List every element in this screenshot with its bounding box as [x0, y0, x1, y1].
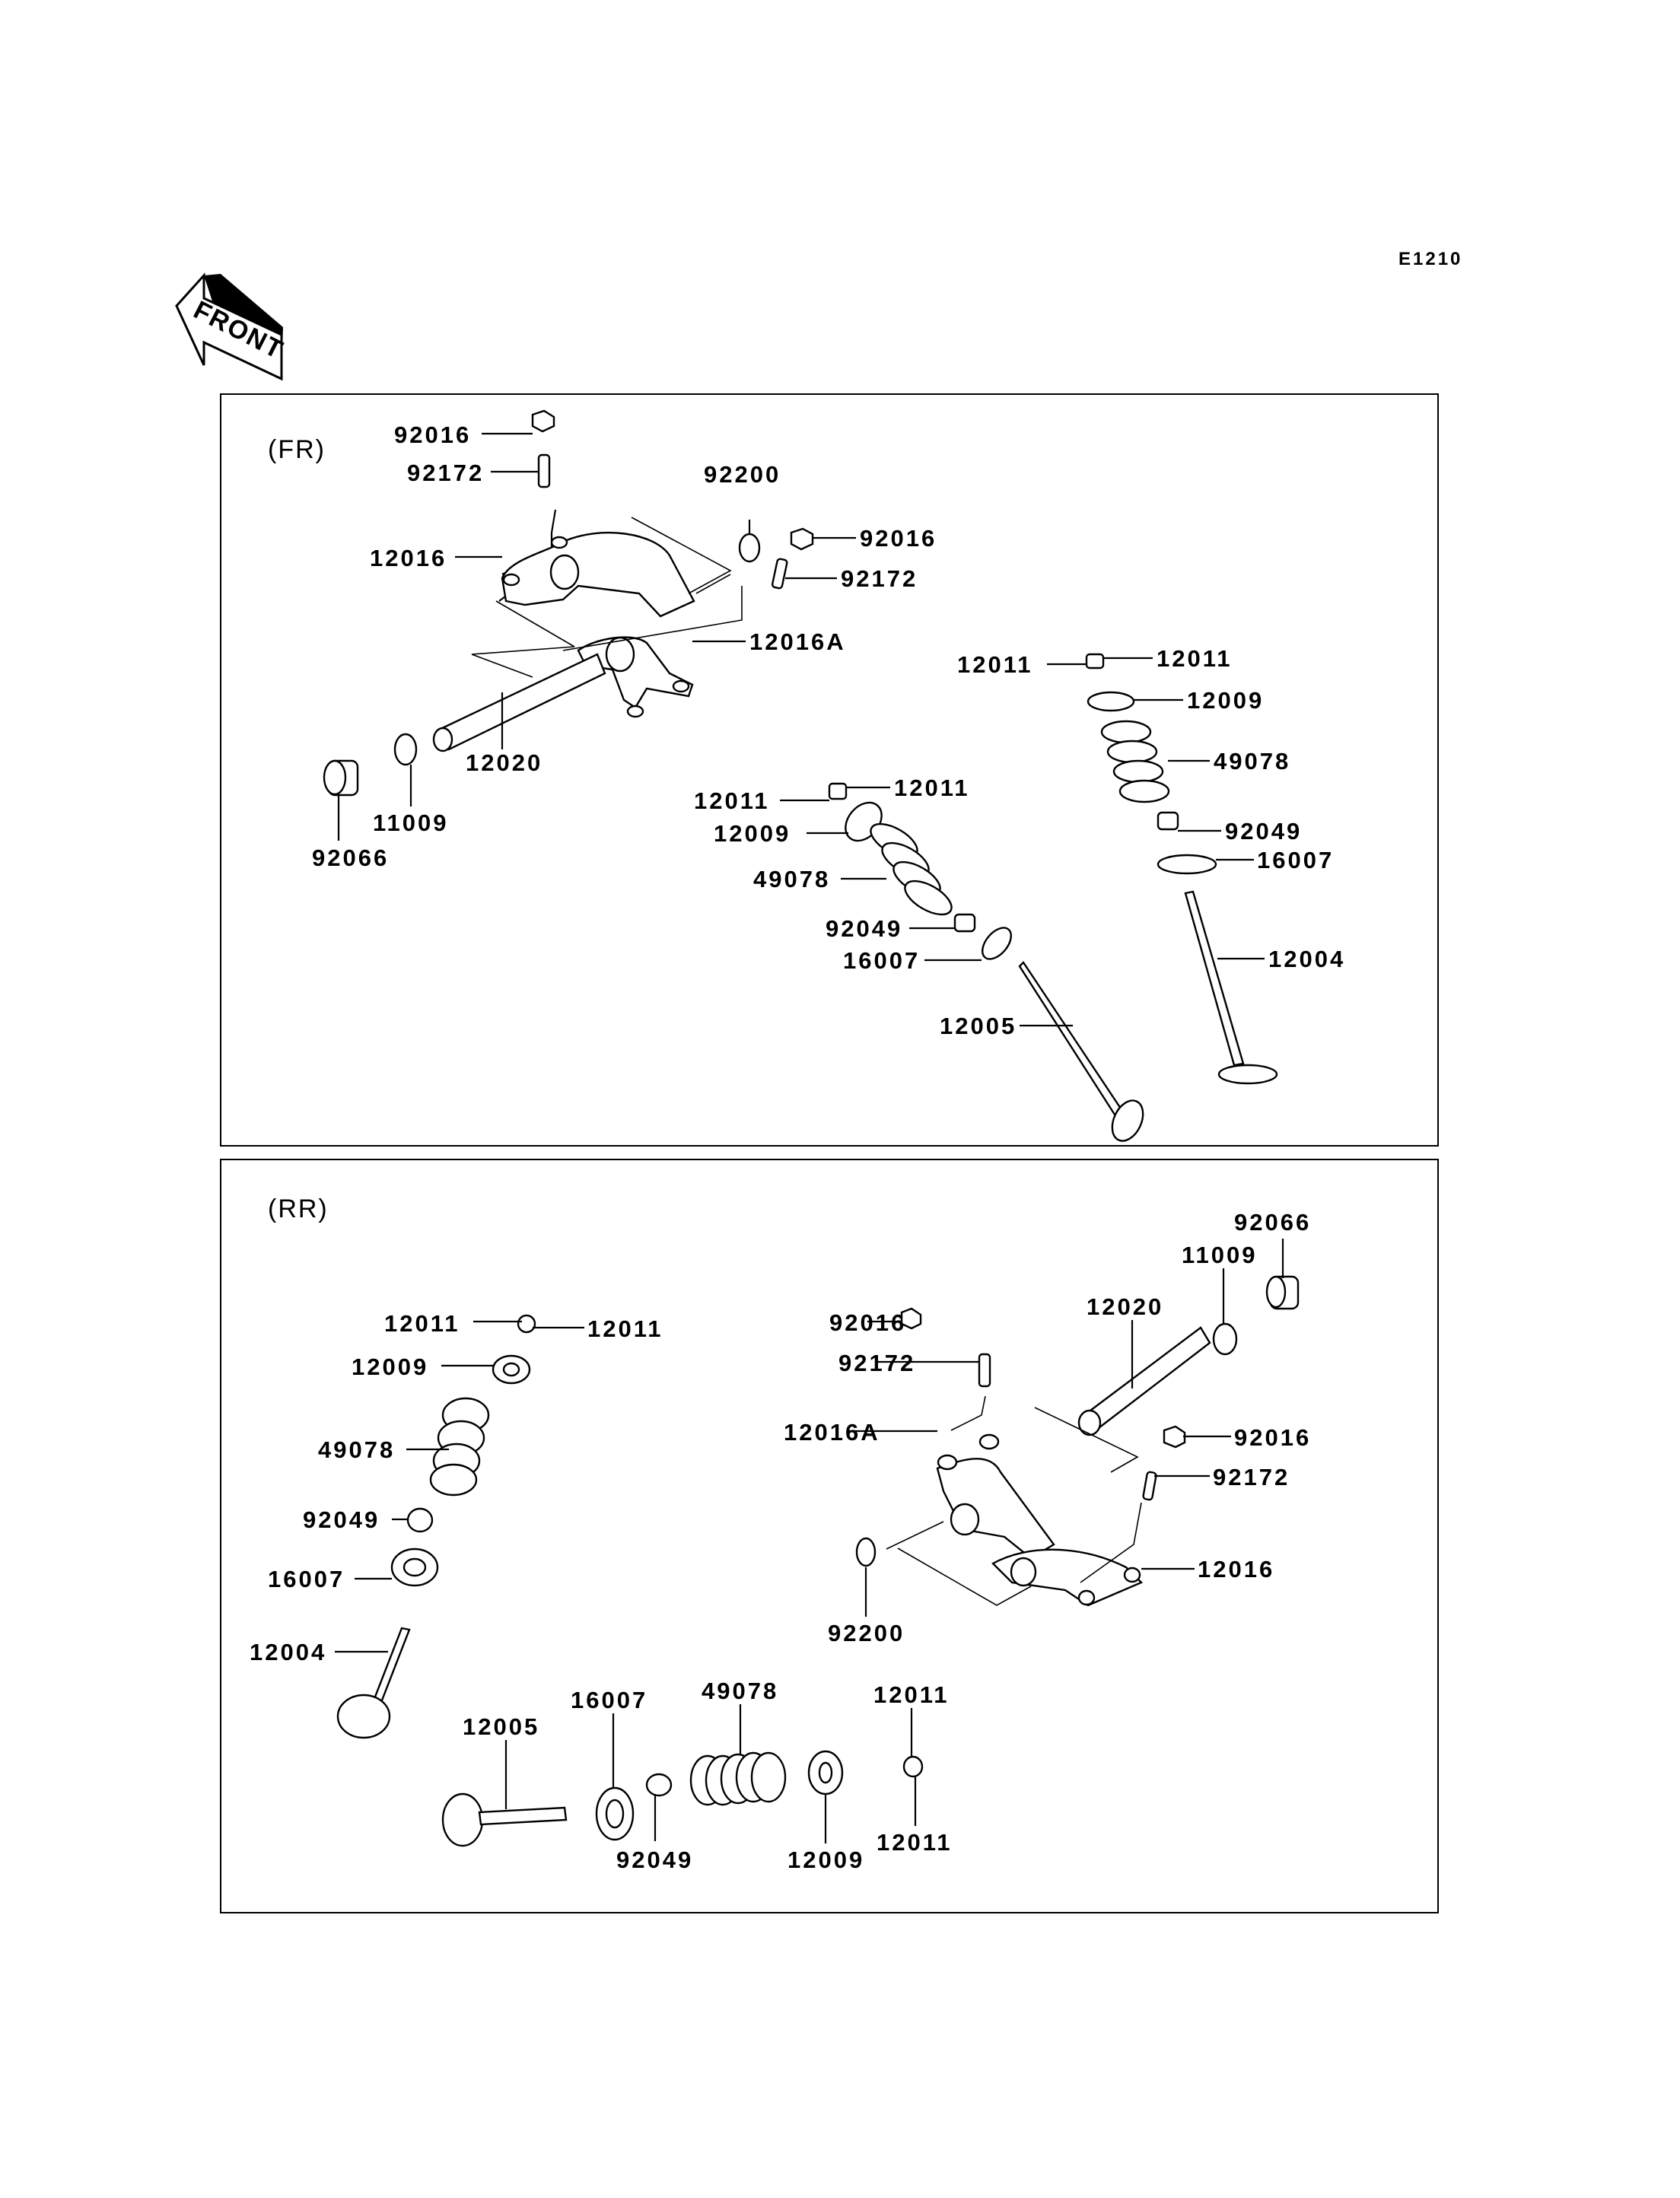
callout-rr-12011-d: 12011 [877, 1829, 953, 1856]
callout-fr-12011-d: 12011 [1157, 645, 1233, 672]
callout-rr-92049-b: 92049 [616, 1847, 693, 1873]
callout-fr-12016: 12016 [370, 545, 447, 571]
callout-fr-92049-b: 92049 [1225, 818, 1302, 845]
callout-fr-12005: 12005 [940, 1013, 1017, 1039]
callout-fr-16007-b: 16007 [1257, 847, 1334, 873]
rr-valve-assembly-exhaust [441, 1750, 924, 1847]
callout-rr-92172-b: 92172 [1213, 1464, 1290, 1490]
rr-leader-lines [335, 1239, 1284, 1843]
callout-fr-12009-a: 12009 [714, 820, 791, 847]
section-fr: (FR) [220, 393, 1439, 1147]
section-rr-frame [220, 1159, 1439, 1913]
callout-rr-12009-b: 12009 [788, 1847, 864, 1873]
section-rr-title: (RR) [268, 1194, 329, 1223]
callout-rr-49078-b: 49078 [702, 1678, 778, 1704]
callout-rr-12011-c: 12011 [873, 1681, 950, 1708]
callout-fr-92016-b: 92016 [860, 525, 937, 552]
callout-rr-12011-b: 12011 [587, 1315, 663, 1342]
figure-code: E1210 [1398, 249, 1462, 269]
callout-fr-11009: 11009 [373, 810, 449, 836]
callout-rr-12004: 12004 [250, 1639, 326, 1665]
rr-rocker-assembly [855, 1275, 1300, 1607]
callout-rr-92066: 92066 [1234, 1209, 1311, 1236]
callout-rr-12009-a: 12009 [352, 1353, 428, 1380]
callout-fr-92049-a: 92049 [826, 915, 902, 942]
callout-fr-12020: 12020 [466, 749, 542, 776]
callout-rr-92016-b: 92016 [1234, 1424, 1311, 1451]
callout-fr-92172-b: 92172 [841, 565, 918, 592]
callout-fr-12011-b: 12011 [894, 775, 970, 801]
callout-fr-49078-a: 49078 [753, 866, 830, 892]
callout-rr-92049-a: 92049 [303, 1506, 380, 1533]
fr-rocker-assembly [323, 409, 814, 797]
callout-rr-16007-a: 16007 [268, 1566, 345, 1592]
callout-rr-12020: 12020 [1087, 1293, 1163, 1320]
callout-fr-16007-a: 16007 [843, 947, 920, 974]
callout-fr-12011-c: 12011 [957, 651, 1033, 678]
fr-valve-assembly-exhaust [828, 782, 1144, 1142]
callout-fr-92066: 92066 [312, 845, 389, 871]
callout-fr-49078-b: 49078 [1214, 748, 1290, 775]
callout-rr-49078-a: 49078 [318, 1436, 395, 1463]
callout-rr-92172-a: 92172 [838, 1350, 915, 1376]
fr-callout-labels: 92016 92172 12016 92200 92016 92172 1201… [312, 421, 1345, 1039]
callout-rr-12016: 12016 [1198, 1556, 1274, 1582]
callout-rr-12011-a: 12011 [384, 1310, 460, 1337]
callout-rr-12016A: 12016A [784, 1419, 880, 1446]
callout-fr-92172-a: 92172 [407, 460, 484, 486]
callout-rr-11009: 11009 [1182, 1242, 1258, 1268]
callout-fr-12009-b: 12009 [1187, 687, 1264, 714]
fr-leader-lines [337, 432, 1265, 1027]
callout-fr-12016A: 12016A [749, 628, 846, 655]
section-fr-frame [220, 393, 1439, 1147]
callout-rr-92200: 92200 [828, 1620, 905, 1646]
rr-valve-assembly-intake [336, 1314, 536, 1739]
callout-fr-12011-a: 12011 [694, 787, 770, 814]
section-fr-title: (FR) [268, 435, 326, 464]
callout-fr-12004: 12004 [1268, 946, 1345, 972]
callout-rr-12005: 12005 [463, 1713, 539, 1740]
front-arrow-icon: FRONT [175, 272, 288, 381]
rr-callout-labels: 12011 12011 12009 49078 92049 16007 1200… [250, 1209, 1311, 1873]
callout-fr-92016-a: 92016 [394, 421, 471, 448]
section-rr: (RR) [220, 1159, 1439, 1913]
fr-valve-assembly-intake [1085, 653, 1278, 1085]
callout-rr-16007-b: 16007 [571, 1687, 648, 1713]
callout-fr-92200: 92200 [704, 461, 781, 488]
callout-rr-92016-a: 92016 [829, 1309, 906, 1336]
